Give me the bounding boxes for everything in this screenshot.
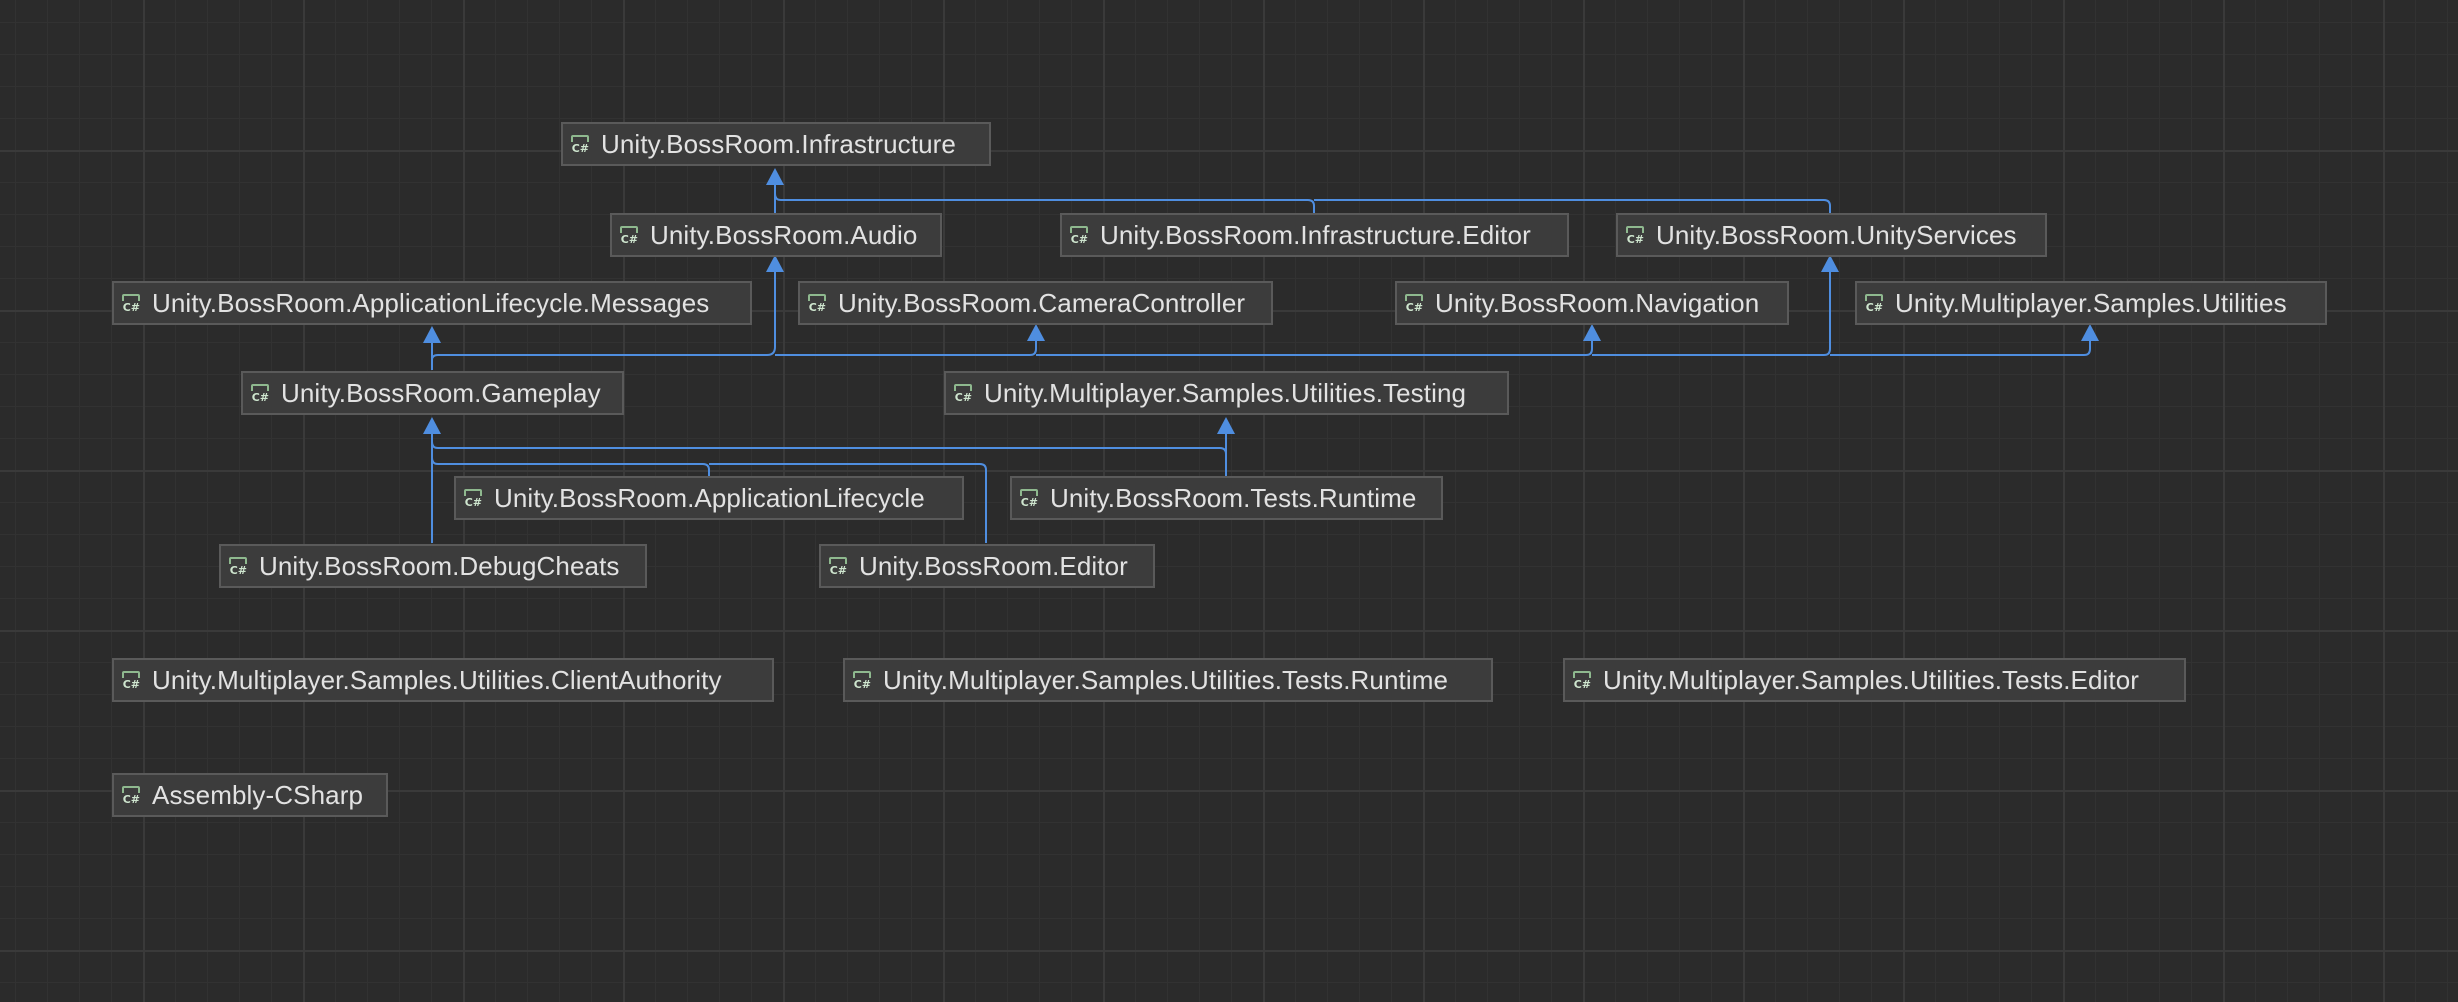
assembly-node-mp-samples-utilities[interactable]: C# Unity.Multiplayer.Samples.Utilities xyxy=(1855,281,2327,325)
assembly-node-unity-services[interactable]: C# Unity.BossRoom.UnityServices xyxy=(1616,213,2047,257)
csharp-file-icon: C# xyxy=(121,786,141,805)
csharp-file-icon: C# xyxy=(1572,671,1592,690)
csharp-file-icon: C# xyxy=(228,557,248,576)
assembly-node-label: Unity.BossRoom.Tests.Runtime xyxy=(1050,482,1417,513)
assembly-node-mp-tests-runtime[interactable]: C# Unity.Multiplayer.Samples.Utilities.T… xyxy=(843,658,1493,702)
csharp-file-icon: C# xyxy=(953,384,973,403)
edge-gameplay-to-audio xyxy=(431,268,776,361)
csharp-file-icon: C# xyxy=(121,294,141,313)
csharp-file-icon: C# xyxy=(852,671,872,690)
arrow-into-navigation xyxy=(1583,324,1601,341)
csharp-file-icon: C# xyxy=(121,671,141,690)
assembly-node-label: Unity.BossRoom.Audio xyxy=(650,219,918,250)
assembly-node-tests-runtime[interactable]: C# Unity.BossRoom.Tests.Runtime xyxy=(1010,476,1443,520)
assembly-node-infrastructure[interactable]: C# Unity.BossRoom.Infrastructure xyxy=(561,122,991,166)
assembly-node-label: Unity.BossRoom.UnityServices xyxy=(1656,219,2017,250)
assembly-node-label: Unity.Multiplayer.Samples.Utilities.Test… xyxy=(984,377,1467,408)
assembly-node-label: Unity.Multiplayer.Samples.Utilities.Clie… xyxy=(152,664,722,695)
assembly-node-label: Unity.BossRoom.ApplicationLifecycle.Mess… xyxy=(152,287,710,318)
assembly-node-navigation[interactable]: C# Unity.BossRoom.Navigation xyxy=(1395,281,1789,325)
assembly-node-label: Assembly-CSharp xyxy=(152,779,364,810)
assembly-node-label: Unity.BossRoom.Navigation xyxy=(1435,287,1760,318)
csharp-file-icon: C# xyxy=(463,489,483,508)
assembly-node-label: Unity.Multiplayer.Samples.Utilities xyxy=(1895,287,2287,318)
arrow-into-mp-samples-utilities xyxy=(2081,324,2099,341)
assembly-node-app-lifecycle[interactable]: C# Unity.BossRoom.ApplicationLifecycle xyxy=(454,476,964,520)
csharp-file-icon: C# xyxy=(1625,226,1645,245)
arrow-into-unity-services xyxy=(1821,255,1839,272)
assembly-node-assembly-csharp[interactable]: C# Assembly-CSharp xyxy=(112,773,388,817)
assembly-node-label: Unity.BossRoom.Infrastructure.Editor xyxy=(1100,219,1531,250)
edge-infrastructure-editor-to-infrastructure xyxy=(774,193,1315,213)
assembly-node-app-lifecycle-messages[interactable]: C# Unity.BossRoom.ApplicationLifecycle.M… xyxy=(112,281,752,325)
assembly-node-label: Unity.Multiplayer.Samples.Utilities.Test… xyxy=(883,664,1449,695)
csharp-file-icon: C# xyxy=(1404,294,1424,313)
arrow-into-audio xyxy=(766,255,784,272)
assembly-node-label: Unity.BossRoom.DebugCheats xyxy=(259,550,620,581)
assembly-node-label: Unity.BossRoom.Editor xyxy=(859,550,1128,581)
arrow-into-gameplay xyxy=(423,417,441,434)
arrow-into-app-lifecycle-messages xyxy=(423,326,441,343)
csharp-file-icon: C# xyxy=(828,557,848,576)
assembly-node-camera-controller[interactable]: C# Unity.BossRoom.CameraController xyxy=(798,281,1273,325)
edge-tests-runtime-to-gameplay xyxy=(431,441,1227,476)
edge-app-lifecycle-to-gameplay xyxy=(431,457,710,476)
edge-gameplay-to-unity-services xyxy=(1592,268,1831,356)
arrow-into-infrastructure xyxy=(766,168,784,185)
edge-gameplay-to-camera-controller xyxy=(775,338,1037,356)
assembly-node-label: Unity.BossRoom.CameraController xyxy=(838,287,1246,318)
arrow-into-camera-controller xyxy=(1027,324,1045,341)
assembly-node-infrastructure-editor[interactable]: C# Unity.BossRoom.Infrastructure.Editor xyxy=(1060,213,1569,257)
edge-gameplay-to-navigation xyxy=(1036,338,1593,356)
assembly-node-gameplay[interactable]: C# Unity.BossRoom.Gameplay xyxy=(241,371,624,415)
csharp-file-icon: C# xyxy=(1069,226,1089,245)
assembly-node-label: Unity.BossRoom.Gameplay xyxy=(281,377,601,408)
assembly-node-mp-samples-utilities-testing[interactable]: C# Unity.Multiplayer.Samples.Utilities.T… xyxy=(944,371,1509,415)
csharp-file-icon: C# xyxy=(807,294,827,313)
assembly-node-audio[interactable]: C# Unity.BossRoom.Audio xyxy=(610,213,942,257)
assembly-node-editor[interactable]: C# Unity.BossRoom.Editor xyxy=(819,544,1155,588)
assembly-node-label: Unity.BossRoom.ApplicationLifecycle xyxy=(494,482,925,513)
assembly-node-mp-client-authority[interactable]: C# Unity.Multiplayer.Samples.Utilities.C… xyxy=(112,658,774,702)
assembly-node-debug-cheats[interactable]: C# Unity.BossRoom.DebugCheats xyxy=(219,544,647,588)
assembly-node-mp-tests-editor[interactable]: C# Unity.Multiplayer.Samples.Utilities.T… xyxy=(1563,658,2186,702)
edge-editor-to-gameplay xyxy=(709,463,987,543)
csharp-file-icon: C# xyxy=(619,226,639,245)
arrow-into-mp-testing xyxy=(1217,417,1235,434)
csharp-file-icon: C# xyxy=(570,135,590,154)
assembly-node-label: Unity.Multiplayer.Samples.Utilities.Test… xyxy=(1603,664,2140,695)
edge-gameplay-to-mp-samples-utilities xyxy=(1830,338,2091,356)
csharp-file-icon: C# xyxy=(250,384,270,403)
csharp-file-icon: C# xyxy=(1019,489,1039,508)
csharp-file-icon: C# xyxy=(1864,294,1884,313)
assembly-node-label: Unity.BossRoom.Infrastructure xyxy=(601,128,956,159)
edge-unity-services-to-infrastructure xyxy=(1314,199,1831,213)
